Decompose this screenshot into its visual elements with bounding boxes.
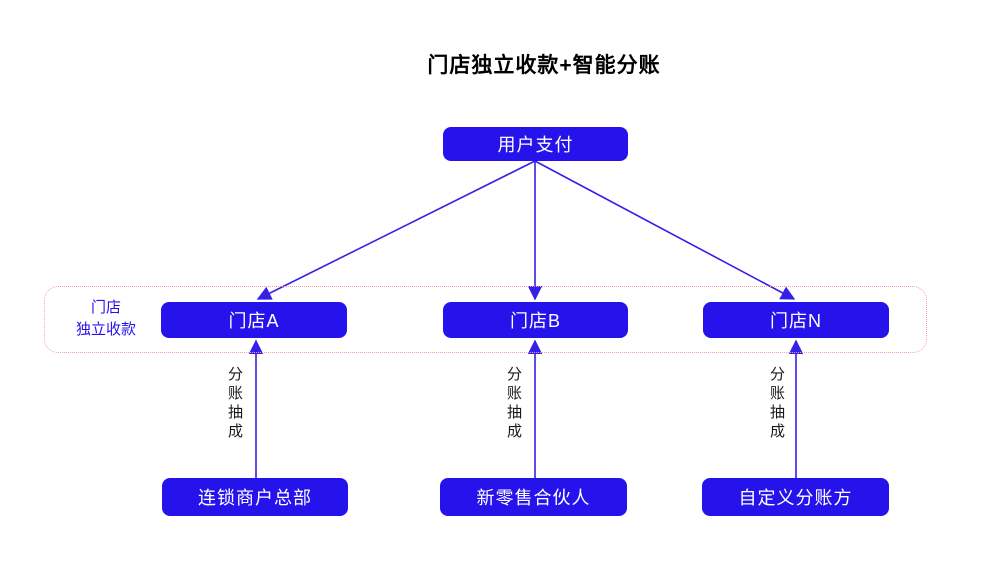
edge-payment-to-store-n	[534, 160, 796, 300]
store-collection-group	[44, 286, 927, 353]
node-chain-merchant-hq: 连锁商户总部	[162, 478, 348, 516]
node-custom-split-party: 自定义分账方	[702, 478, 889, 516]
edge-label-split-commission-n: 分账抽成	[768, 366, 785, 442]
store-collection-group-label: 门店 独立收款	[75, 299, 136, 338]
node-store-a: 门店A	[161, 302, 347, 338]
edge-label-split-commission-a: 分账抽成	[226, 366, 243, 442]
node-user-payment: 用户支付	[443, 127, 628, 161]
node-new-retail-partner: 新零售合伙人	[440, 478, 627, 516]
node-store-b: 门店B	[443, 302, 628, 338]
edge-payment-to-store-a	[256, 160, 536, 300]
node-store-n: 门店N	[703, 302, 889, 338]
edge-label-split-commission-b: 分账抽成	[505, 366, 522, 442]
page-title: 门店独立收款+智能分账	[427, 54, 661, 77]
